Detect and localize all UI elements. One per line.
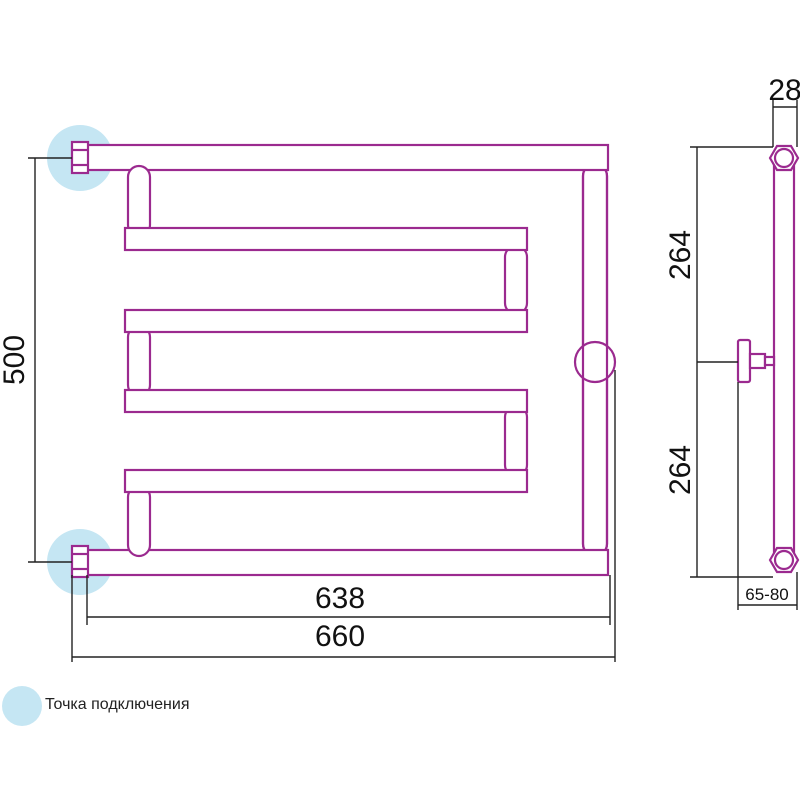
- bottom-bar: [83, 548, 610, 577]
- top-bar: [83, 143, 610, 172]
- side-bracket-stem: [748, 352, 767, 370]
- dimension-264-lower: 264: [664, 445, 697, 495]
- nut-top: [70, 140, 90, 175]
- horizontal-bar: [123, 308, 529, 334]
- dimension-28: 28: [768, 74, 800, 107]
- front-dimensions: 638 660 500: [0, 157, 616, 662]
- horizontal-bar: [123, 468, 529, 494]
- connector-vertical: [126, 324, 152, 398]
- dimension-500: 500: [0, 335, 31, 385]
- side-bracket-plate: [736, 338, 752, 384]
- connector-vertical: [503, 404, 529, 478]
- front-view: [70, 140, 617, 579]
- dimension-264-upper: 264: [664, 230, 697, 280]
- wall-bracket: [573, 340, 617, 384]
- connector-vertical: [126, 164, 152, 238]
- horizontal-bar: [123, 226, 529, 252]
- side-tube: [772, 156, 796, 562]
- side-dimensions: 28 264 264 65-80: [664, 74, 800, 610]
- dimension-65-80: 65-80: [745, 585, 788, 604]
- legend-connection-icon: [2, 686, 42, 726]
- connector-vertical: [126, 484, 152, 558]
- nut-bottom: [70, 544, 90, 579]
- dimension-638: 638: [315, 582, 365, 615]
- connector-vertical: [503, 244, 529, 316]
- horizontal-bar: [123, 388, 529, 414]
- side-view: [736, 144, 800, 574]
- dimension-660: 660: [315, 620, 365, 653]
- legend-label: Точка подключения: [45, 696, 190, 713]
